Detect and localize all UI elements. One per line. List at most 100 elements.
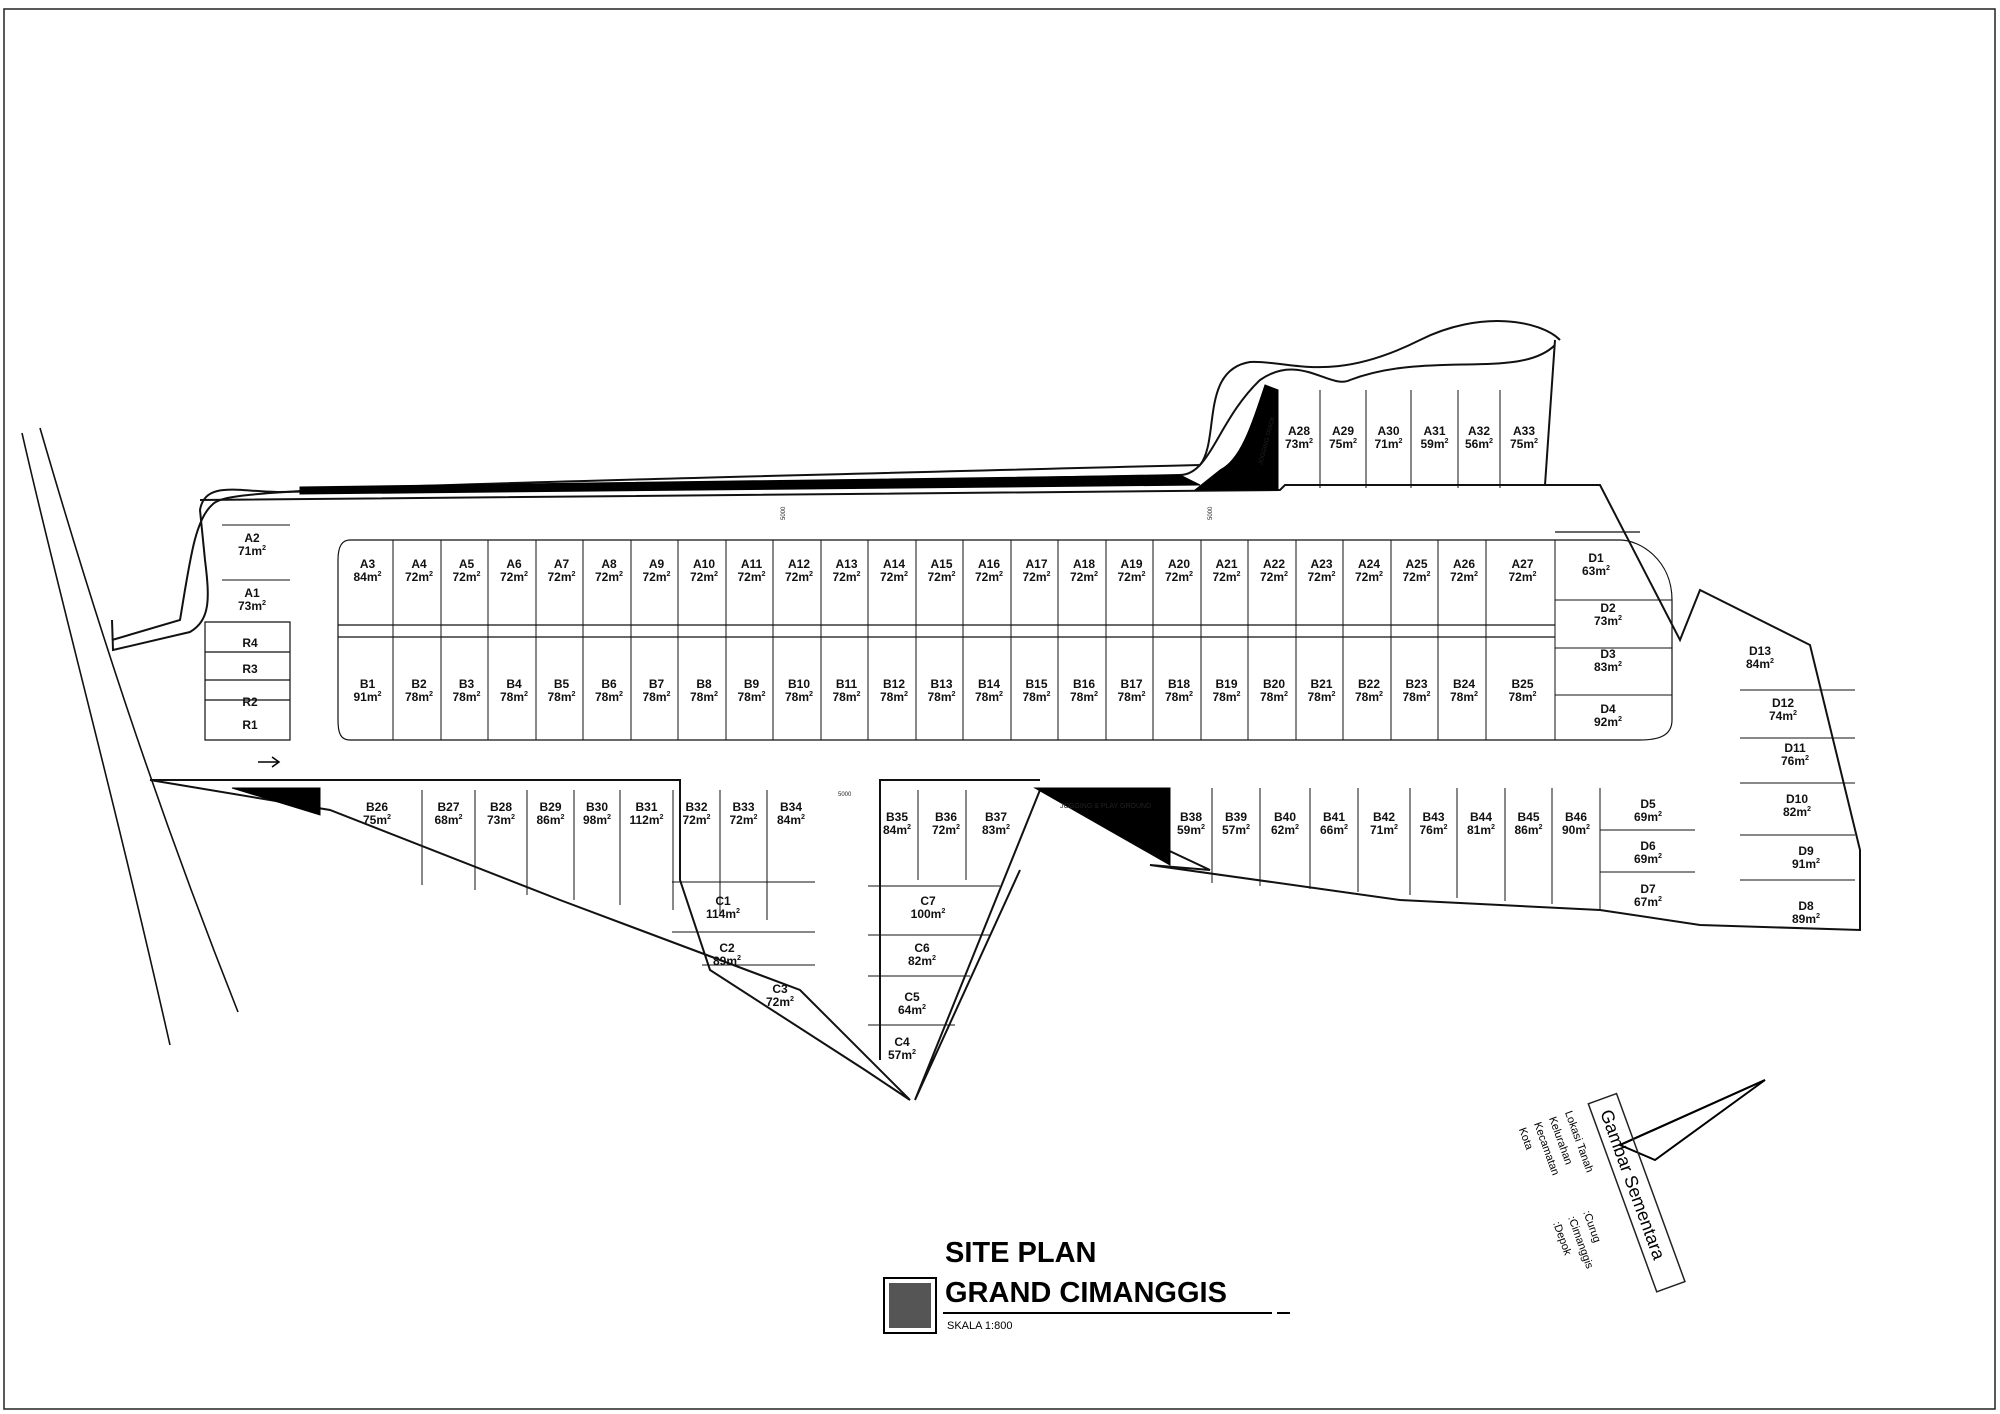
lot-area: 83m2 [1594, 659, 1622, 674]
lot-area: 63m2 [1582, 563, 1610, 578]
road-dimension: 5000 [781, 506, 787, 520]
lot-id: B26 [366, 800, 388, 814]
lot-id: D5 [1640, 797, 1656, 811]
lot-area: 91m2 [1792, 856, 1820, 871]
lot-id: A9 [649, 557, 665, 571]
lot-area: 56m2 [1465, 436, 1493, 451]
lot-area: 72m2 [547, 569, 575, 584]
lot-labels: A384m2B191m2A472m2B278m2A572m2B378m2A672… [238, 424, 1820, 1062]
lot-id: B46 [1565, 810, 1587, 824]
lot-id: A1 [244, 586, 260, 600]
lot-area: 92m2 [1594, 714, 1622, 729]
lot-area: 72m2 [932, 822, 960, 837]
lot-area: 78m2 [1508, 689, 1536, 704]
lot-area: 72m2 [766, 994, 794, 1009]
lot-area: 75m2 [363, 812, 391, 827]
lot-area: 86m2 [1514, 822, 1542, 837]
lot-area: 72m2 [452, 569, 480, 584]
lot-id: B4 [506, 677, 522, 691]
lot-id: A26 [1453, 557, 1475, 571]
lot-id: B31 [635, 800, 657, 814]
lot-area: 78m2 [1212, 689, 1240, 704]
lot-id: R3 [242, 662, 258, 676]
lot-dividers [222, 390, 1855, 1026]
shaded-areas [231, 384, 1279, 866]
lot-area: 78m2 [927, 689, 955, 704]
lot-area: 72m2 [1117, 569, 1145, 584]
lot-id: B42 [1373, 810, 1395, 824]
lot-id: A16 [978, 557, 1000, 571]
lot-area: 78m2 [1450, 689, 1478, 704]
lot-id: B17 [1120, 677, 1142, 691]
lot-area: 78m2 [832, 689, 860, 704]
lot-id: R2 [242, 695, 258, 709]
lot-id: B40 [1274, 810, 1296, 824]
lot-id: C4 [894, 1035, 910, 1049]
lot-id: D12 [1772, 696, 1794, 710]
lot-area: 71m2 [1374, 436, 1402, 451]
lot-area: 78m2 [737, 689, 765, 704]
lot-id: A28 [1288, 424, 1310, 438]
lot-id: C7 [920, 894, 936, 908]
lot-area: 78m2 [1260, 689, 1288, 704]
lot-id: B18 [1168, 677, 1190, 691]
lot-id: B3 [459, 677, 475, 691]
lot-area: 72m2 [1402, 569, 1430, 584]
lot-id: A6 [506, 557, 522, 571]
lot-id: A15 [930, 557, 952, 571]
lot-id: B10 [788, 677, 810, 691]
lot-area: 78m2 [1355, 689, 1383, 704]
lot-id: B35 [886, 810, 908, 824]
lot-id: C6 [914, 941, 930, 955]
lot-area: 76m2 [1781, 753, 1809, 768]
lot-r3: R3 [242, 662, 258, 676]
lot-area: 71m2 [238, 543, 266, 558]
lot-area: 72m2 [595, 569, 623, 584]
lot-r2: R2 [242, 695, 258, 709]
lot-id: A14 [883, 557, 905, 571]
lot-area: 78m2 [452, 689, 480, 704]
lot-id: B22 [1358, 677, 1380, 691]
lot-id: B16 [1073, 677, 1095, 691]
river [21, 427, 239, 1046]
lot-id: A13 [835, 557, 857, 571]
title-block: SITE PLAN GRAND CIMANGGIS SKALA 1:800 [883, 1237, 1290, 1334]
lot-area: 91m2 [353, 689, 381, 704]
lot-id: B43 [1422, 810, 1444, 824]
lot-id: A10 [693, 557, 715, 571]
lot-id: B7 [649, 677, 665, 691]
lot-area: 78m2 [1165, 689, 1193, 704]
lot-area: 72m2 [405, 569, 433, 584]
lot-area: 84m2 [353, 569, 381, 584]
lot-area: 89m2 [1792, 911, 1820, 926]
lot-area: 73m2 [487, 812, 515, 827]
